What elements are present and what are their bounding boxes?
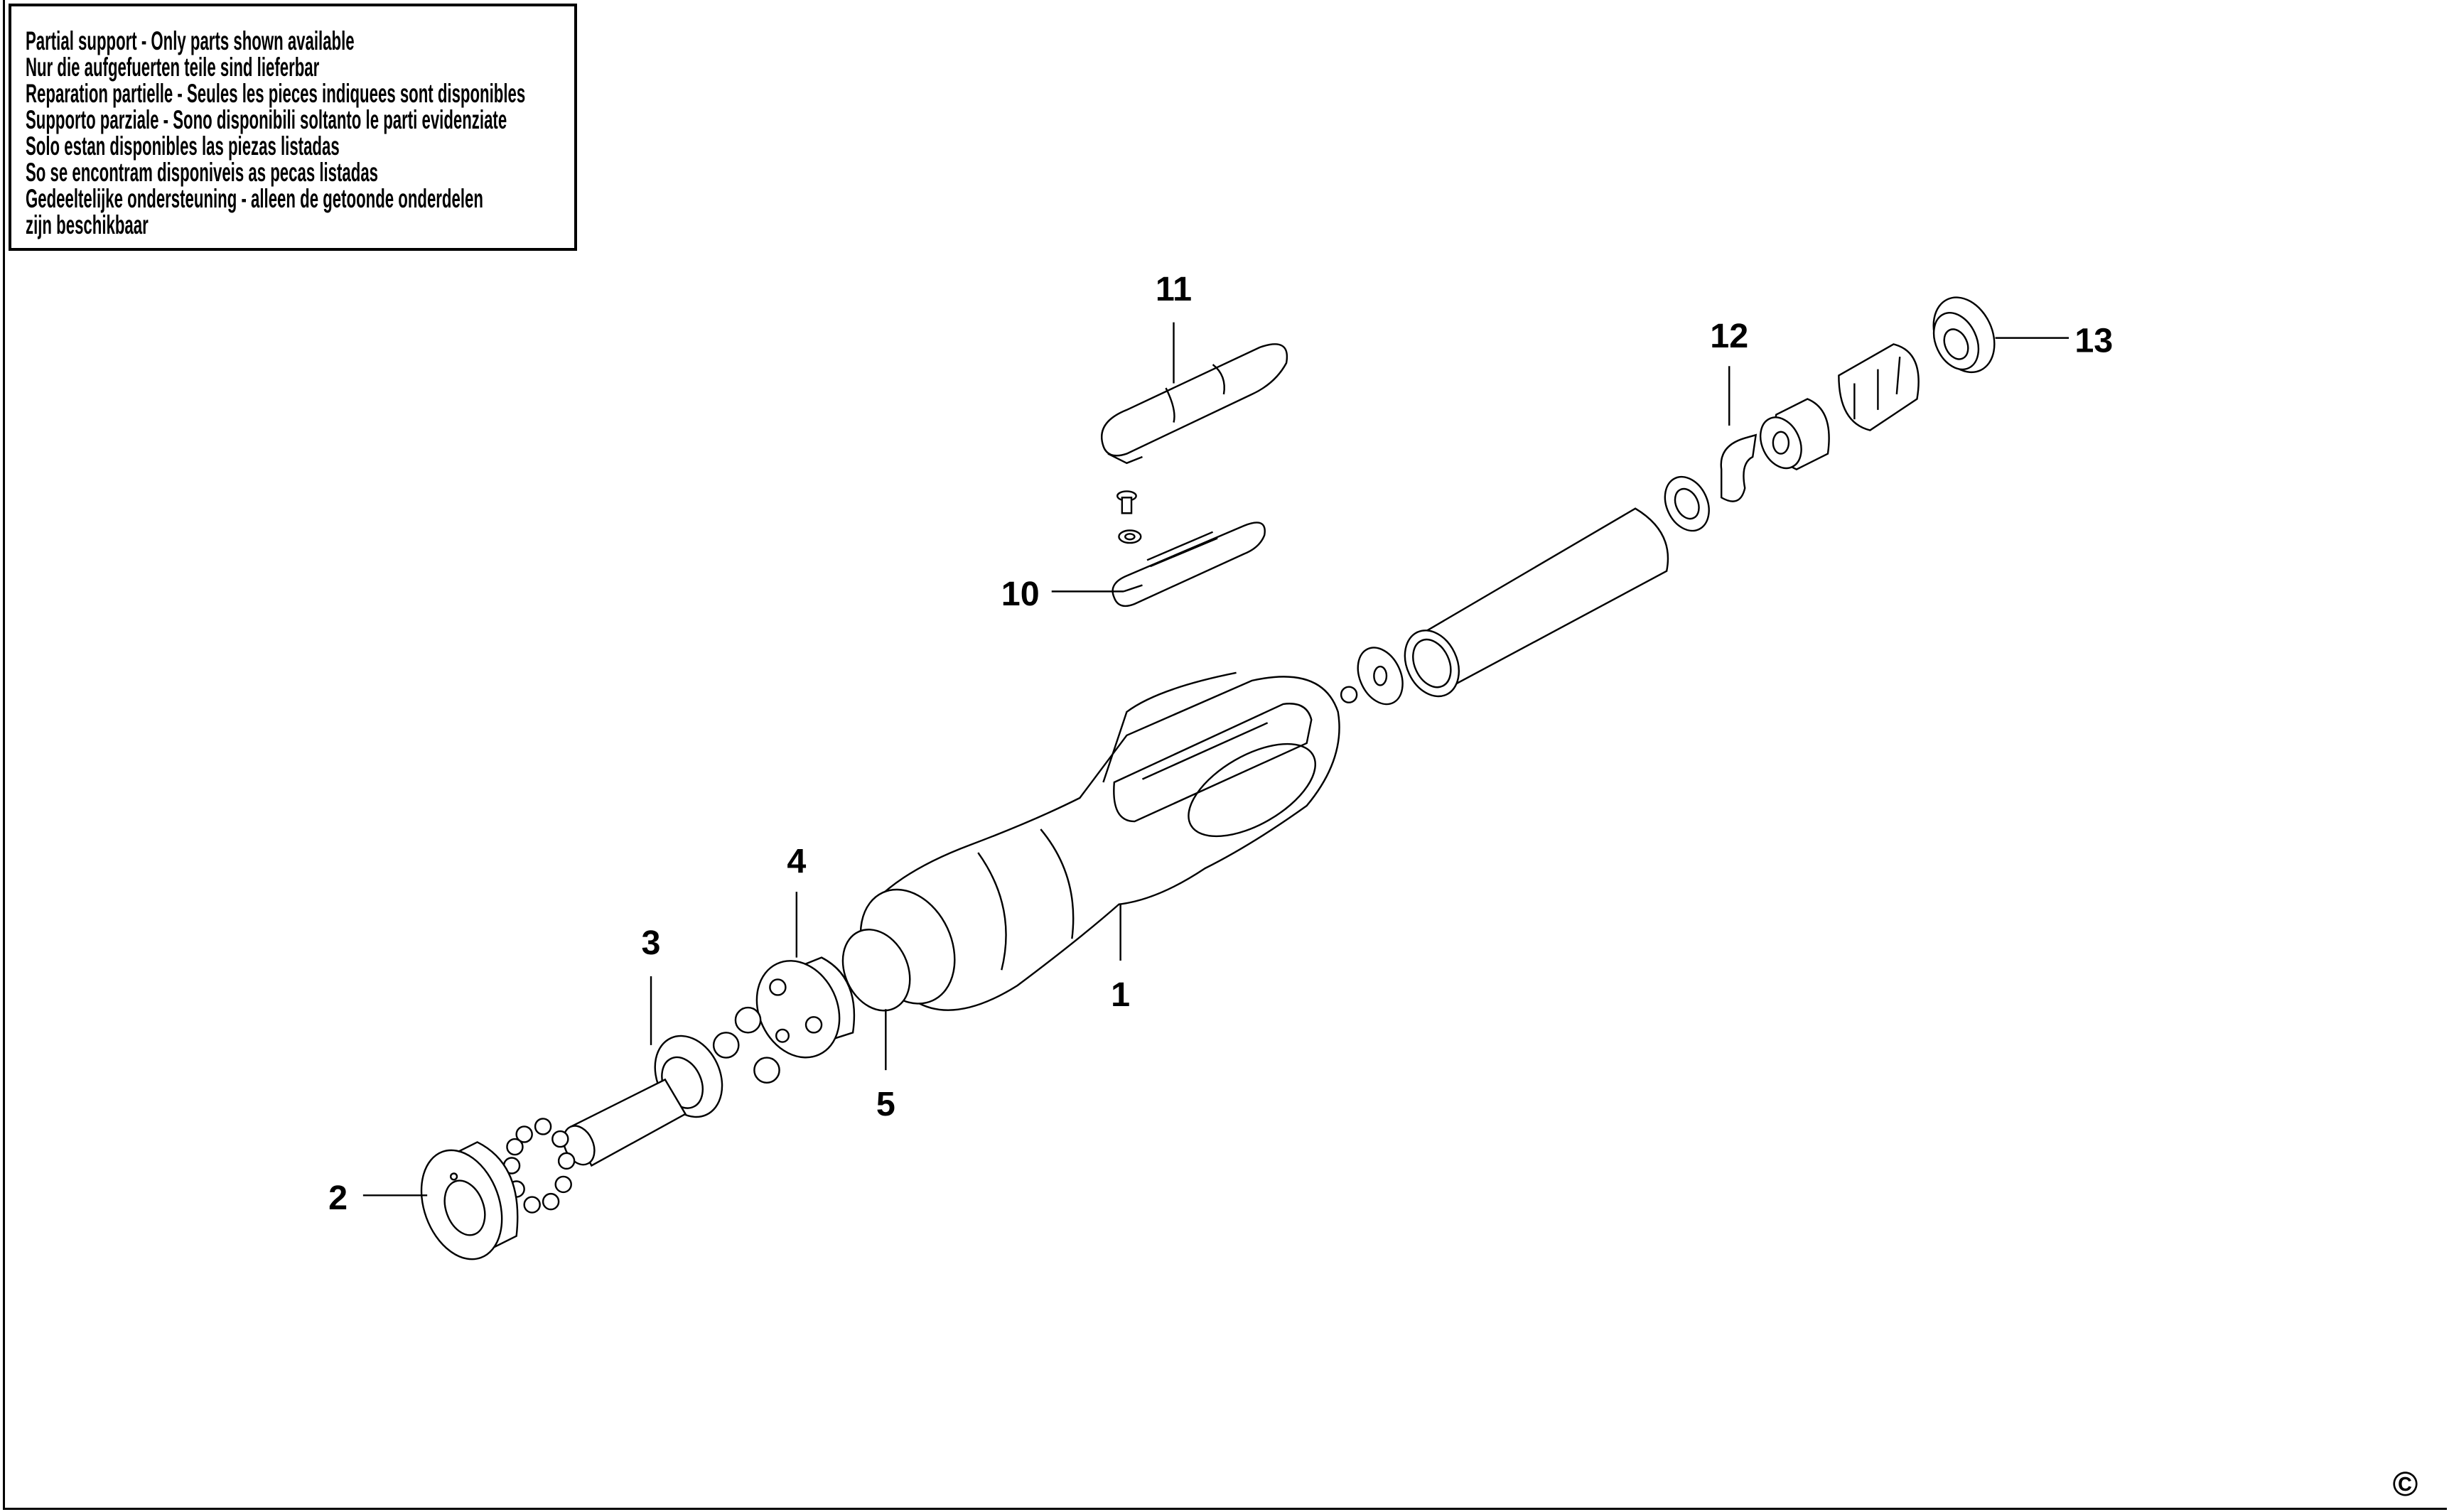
part-13-end-cap[interactable]: [1922, 288, 2006, 382]
notice-line: Solo estan disponibles las piezas listad…: [26, 131, 340, 161]
part-12-bushing[interactable]: [1657, 398, 1830, 539]
part-11-cover[interactable]: [1101, 343, 1288, 465]
drawing-frame: [3, 0, 2447, 1510]
callout-4: 4: [787, 843, 806, 881]
notice-line: zijn beschikbaar: [26, 210, 149, 239]
leader-lines: [362, 322, 2069, 1197]
callout-3: 3: [642, 924, 661, 962]
notice-line: Gedeeltelijke ondersteuning - alleen de …: [26, 184, 483, 213]
part-washer[interactable]: [1340, 640, 1411, 711]
part-screw[interactable]: [1116, 490, 1142, 544]
part-ball-bearing[interactable]: [502, 1118, 576, 1214]
notice-line: Partial support - Only parts shown avail…: [26, 26, 355, 55]
callout-1: 1: [1111, 976, 1130, 1014]
part-10-scale-plate[interactable]: [1112, 522, 1266, 608]
part-3-spindle[interactable]: [558, 1025, 735, 1170]
callout-12: 12: [1710, 317, 1748, 355]
part-tube[interactable]: [1394, 507, 1669, 706]
callout-5: 5: [876, 1085, 895, 1123]
callout-11: 11: [1156, 270, 1192, 308]
notice-line: Nur die aufgefuerten teile sind lieferba…: [26, 53, 320, 82]
part-4-ratchet[interactable]: [712, 947, 856, 1084]
notice-line: Reparation partielle - Seules les pieces…: [26, 79, 526, 108]
callout-13: 13: [2074, 321, 2113, 360]
partial-support-notice: Partial support - Only parts shown avail…: [9, 4, 577, 251]
part-collet[interactable]: [1838, 343, 1920, 431]
part-2-nut[interactable]: [407, 1139, 519, 1270]
notice-line: So se encontram disponiveis as pecas lis…: [26, 158, 379, 187]
part-1-handle[interactable]: [843, 671, 1340, 1019]
notice-line: Supporto parziale - Sono disponibili sol…: [26, 105, 507, 134]
callout-2: 2: [328, 1179, 348, 1217]
copyright-mark: ©: [2393, 1465, 2418, 1503]
callout-10: 10: [1001, 575, 1040, 613]
